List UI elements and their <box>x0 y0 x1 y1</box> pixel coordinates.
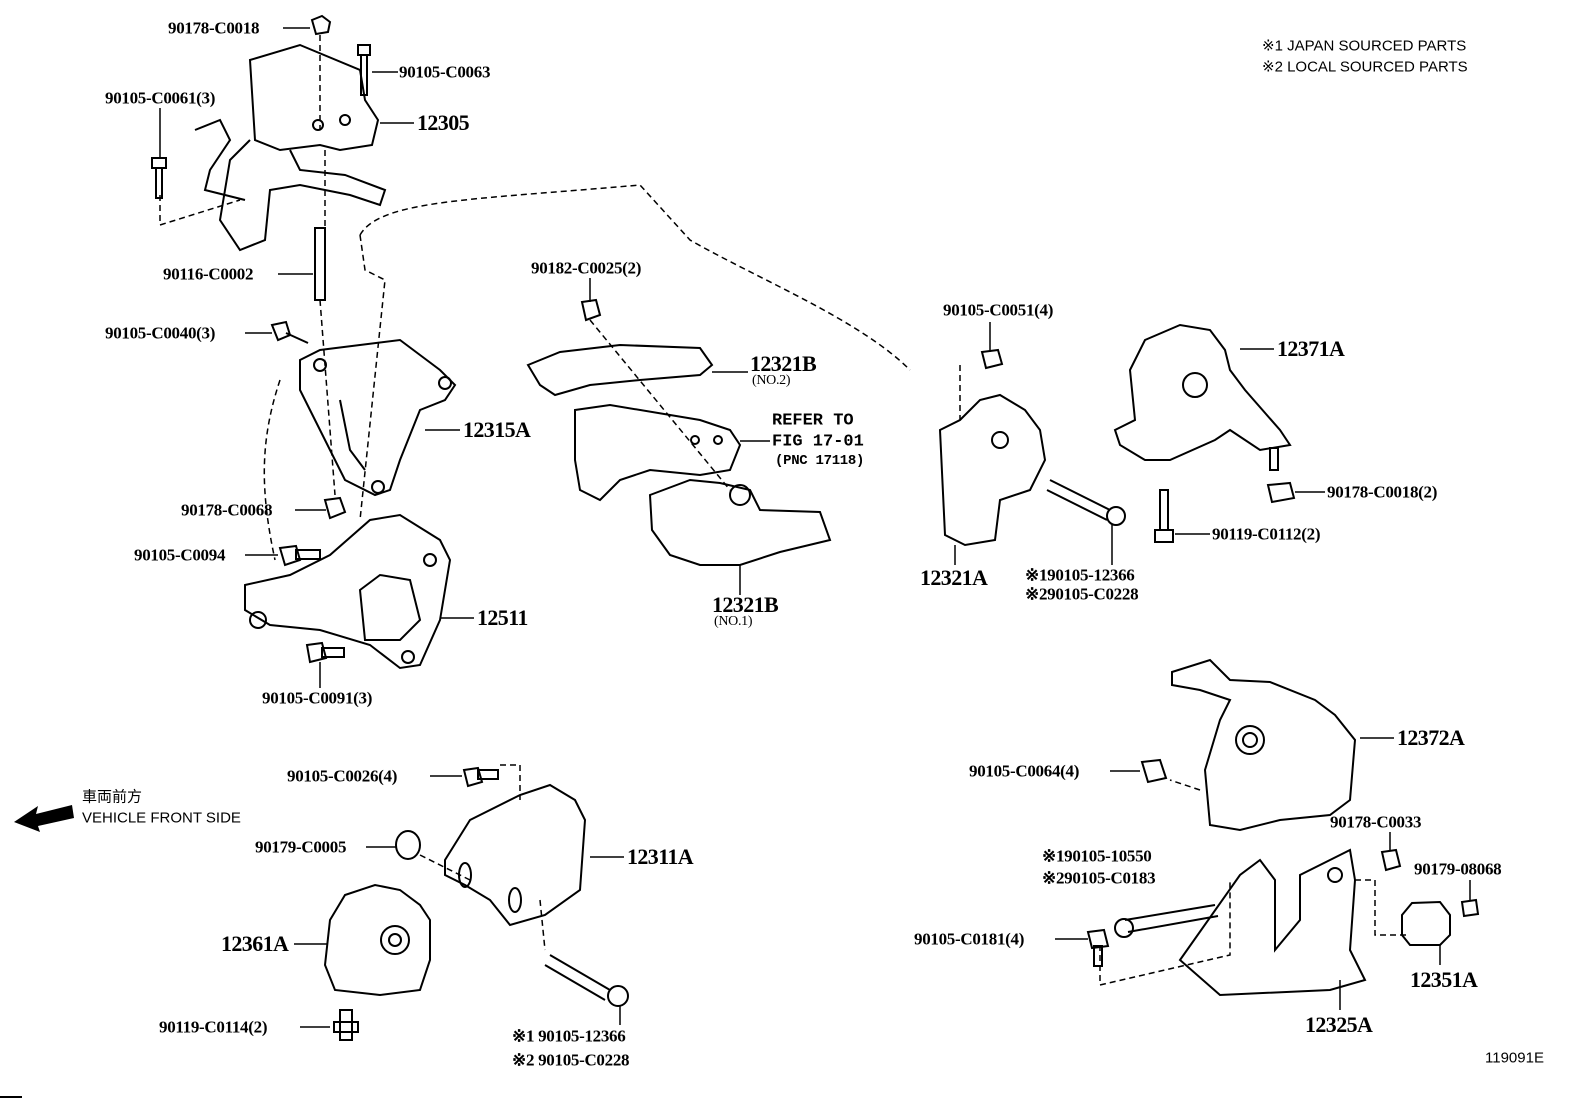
arrow-left-icon <box>14 805 74 832</box>
vehicle-front-jp: 車両前方 <box>82 788 143 806</box>
part-label[interactable]: ※190105-10550 <box>1042 846 1152 866</box>
part-label[interactable]: 12305 <box>417 110 470 135</box>
part-label[interactable]: 12311A <box>627 844 694 869</box>
part-label[interactable]: 90105-C0181(4) <box>914 929 1025 949</box>
part-12361A-mount <box>323 883 431 997</box>
part-12315A-bracket <box>299 338 457 497</box>
part-label[interactable]: ※290105-C0228 <box>1025 584 1139 604</box>
part-label[interactable]: ※2 90105-C0228 <box>512 1050 630 1070</box>
part-label[interactable]: 90116-C0002 <box>163 264 254 284</box>
part-12321B-no1 <box>648 478 832 566</box>
part-label[interactable]: 90119-C0114(2) <box>159 1017 268 1037</box>
part-label[interactable]: ※290105-C0183 <box>1042 868 1156 888</box>
part-label-sub: (NO.2) <box>752 373 791 388</box>
part-label[interactable]: 90179-08068 <box>1414 859 1502 879</box>
note-local-sourced: ※2 LOCAL SOURCED PARTS <box>1262 58 1468 76</box>
refer-to-text: REFER TO <box>772 411 854 431</box>
part-label[interactable]: 90178-C0068 <box>181 500 273 520</box>
part-label[interactable]: 12321B <box>712 592 779 617</box>
part-label[interactable]: 90105-C0091(3) <box>262 688 373 708</box>
part-label[interactable]: 90178-C0018 <box>168 18 260 38</box>
part-label[interactable]: 90105-C0051(4) <box>943 300 1054 320</box>
part-label[interactable]: 90105-C0063 <box>399 62 491 82</box>
refer-pnc-text: (PNC 17118) <box>775 453 865 469</box>
part-label[interactable]: ※1 90105-12366 <box>512 1026 626 1046</box>
part-12321A-bracket <box>938 393 1047 547</box>
part-12325A-bracket <box>1178 848 1367 997</box>
part-17118-bracket <box>574 403 742 502</box>
part-label[interactable]: 90105-C0064(4) <box>969 761 1080 781</box>
part-label[interactable]: 12315A <box>463 417 531 442</box>
part-label[interactable]: 12351A <box>1410 967 1478 992</box>
bolt-icons <box>151 14 1480 1041</box>
refer-fig-text: FIG 17-01 <box>772 432 864 452</box>
part-12311A-bracket <box>444 783 587 927</box>
leader-lines <box>159 27 1471 1028</box>
part-12351A-bushing <box>1401 900 1451 946</box>
part-label[interactable]: 12361A <box>221 931 289 956</box>
part-label[interactable]: 90178-C0018(2) <box>1327 482 1438 502</box>
part-label[interactable]: 90119-C0112(2) <box>1212 524 1321 544</box>
part-label[interactable]: 12325A <box>1305 1012 1373 1037</box>
figure-id: 119091E <box>1485 1049 1544 1067</box>
part-12511-bracket <box>244 513 452 670</box>
part-label[interactable]: 12321B <box>750 351 817 376</box>
part-label[interactable]: 12371A <box>1277 336 1345 361</box>
part-label-sub: (NO.1) <box>714 614 753 629</box>
vehicle-front-en: VEHICLE FRONT SIDE <box>82 809 241 827</box>
part-label[interactable]: 12321A <box>920 565 988 590</box>
part-label[interactable]: ※190105-12366 <box>1025 565 1135 585</box>
part-label[interactable]: 90105-C0026(4) <box>287 766 398 786</box>
part-label[interactable]: 90105-C0040(3) <box>105 323 216 343</box>
part-label[interactable]: 90178-C0033 <box>1330 812 1422 832</box>
part-12371A-mount <box>1113 323 1292 461</box>
part-12305-bracket <box>194 43 387 252</box>
part-12372A-mount <box>1171 658 1357 832</box>
part-label[interactable]: 90105-C0061(3) <box>105 88 216 108</box>
part-label[interactable]: 90179-C0005 <box>255 837 347 857</box>
part-label[interactable]: 90105-C0094 <box>134 545 226 565</box>
part-label[interactable]: 12511 <box>477 605 528 630</box>
part-label[interactable]: 12372A <box>1397 725 1465 750</box>
part-label[interactable]: 90182-C0025(2) <box>531 258 642 278</box>
note-japan-sourced: ※1 JAPAN SOURCED PARTS <box>1262 37 1467 55</box>
part-12321B-no2 <box>526 343 714 397</box>
